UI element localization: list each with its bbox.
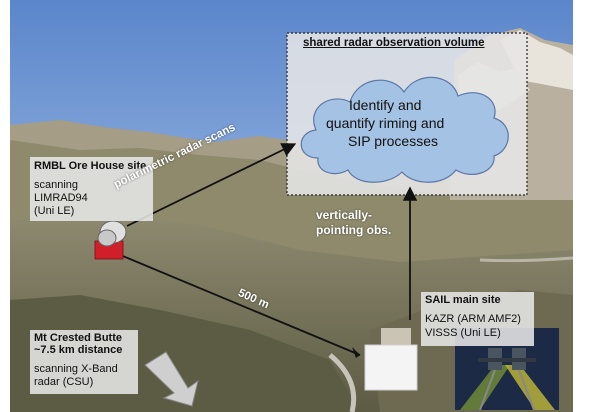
vertical-annotation-line-2: pointing obs. — [316, 224, 391, 237]
cloud-text-line-1: Identify and — [349, 98, 421, 114]
crested-butte-line-1: scanning X-Band — [34, 363, 118, 375]
sail-site-title: SAIL main site — [425, 294, 501, 306]
crested-butte-label: Mt Crested Butte ~7.5 km distance scanni… — [30, 330, 138, 394]
sail-line-1: KAZR (ARM AMF2) — [425, 313, 521, 325]
crested-butte-title-1: Mt Crested Butte — [34, 332, 122, 344]
cloud-text-line-2: quantify riming and — [326, 116, 444, 132]
volume-title: shared radar observation volume — [303, 37, 485, 50]
vertical-annotation-line-1: vertically- — [316, 209, 372, 222]
rmbl-line-2: LIMRAD94 — [34, 192, 88, 204]
crested-butte-line-2: radar (CSU) — [34, 376, 93, 388]
sail-line-2: VISSS (Uni LE) — [425, 327, 501, 339]
cloud-text-line-3: SIP processes — [348, 134, 438, 150]
rmbl-line-3: (Uni LE) — [34, 205, 74, 217]
sail-site-label: SAIL main site KAZR (ARM AMF2) VISSS (Un… — [421, 292, 534, 346]
rmbl-line-1: scanning — [34, 179, 78, 191]
rmbl-site-label: RMBL Ore House site scanning LIMRAD94 (U… — [30, 157, 153, 221]
crested-butte-title-2: ~7.5 km distance — [34, 344, 122, 356]
